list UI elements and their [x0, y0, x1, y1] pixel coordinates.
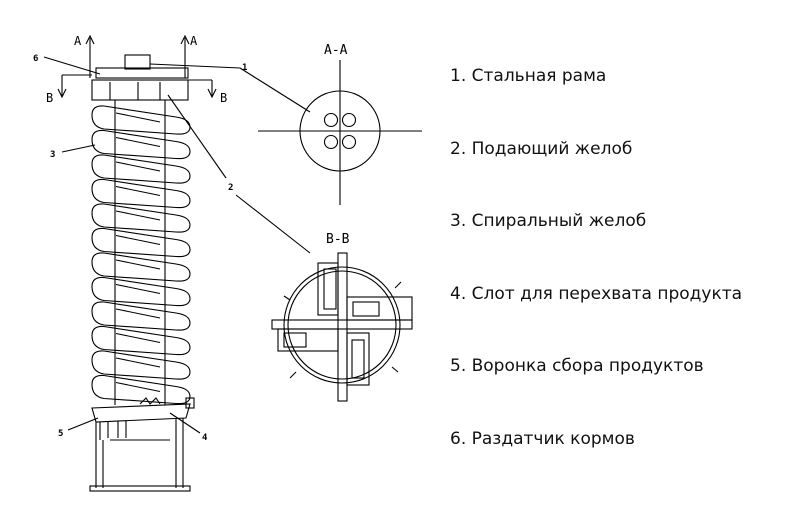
leader-2	[167, 94, 227, 179]
section-a-title: A-A	[324, 43, 348, 58]
section-a-label-right: A	[190, 34, 198, 48]
section-b-title: B-B	[326, 232, 350, 247]
section-b-ring	[283, 266, 401, 384]
section-a-view	[258, 60, 422, 205]
helix-inner-edge	[115, 234, 161, 246]
legend-item-collection-funnel: 5. Воронка сбора продуктов	[450, 356, 704, 376]
helix-turn	[91, 374, 191, 405]
section-a-ring	[299, 90, 381, 172]
helix-turn	[91, 203, 191, 233]
callout-6: 6	[33, 54, 38, 64]
callout-4: 4	[202, 433, 208, 443]
helix-inner-edge	[115, 357, 161, 368]
helix-turn	[91, 129, 191, 160]
section-b-label-left: B	[46, 91, 53, 105]
helix-inner-edge	[115, 161, 161, 172]
tray-bottom-right	[346, 332, 370, 386]
legend: 1. Стальная рама 2. Подающий желоб 3. Сп…	[450, 64, 742, 499]
callout-3: 3	[50, 150, 55, 160]
helix-turn	[91, 227, 191, 258]
helix-inner-edge	[115, 308, 161, 319]
section-b-view	[271, 252, 413, 402]
helix-turn	[91, 350, 191, 380]
leader-3	[61, 144, 96, 153]
helix-inner-edge	[115, 185, 161, 197]
callout-2: 2	[228, 183, 233, 193]
tray-right	[346, 296, 413, 321]
helix-turn	[91, 154, 191, 184]
helix-turn	[91, 325, 191, 356]
helix-turn	[91, 276, 191, 307]
leader-1	[149, 63, 241, 69]
helix-turn	[91, 105, 191, 135]
helix-inner-edge	[115, 283, 161, 295]
helix-inner-edge	[115, 210, 161, 221]
legend-item-intercept-slot: 4. Слот для перехвата продукта	[450, 283, 743, 304]
spiral-chute-drawing: A A B B 1 2 3 4 5 6 A-A B-B	[33, 34, 422, 492]
helix-turn	[91, 252, 191, 282]
tray-top-left	[317, 262, 339, 316]
section-a-label-left: A	[74, 34, 82, 48]
helix-turn	[91, 178, 191, 209]
feeder-box	[124, 54, 151, 70]
legend-item-steel-frame: 1. Стальная рама	[450, 66, 607, 86]
helix-inner-edge	[115, 381, 161, 393]
legend-item-feed-distributor: 6. Раздатчик кормов	[450, 428, 635, 449]
legend-item-spiral-chute: 3. Спиральный желоб	[450, 211, 647, 231]
tray-left	[277, 328, 339, 352]
spiral-chute	[91, 105, 191, 405]
helix-inner-edge	[115, 259, 161, 270]
helix-inner-edge	[115, 112, 161, 123]
callout-5: 5	[58, 429, 63, 439]
collection-funnel	[91, 403, 191, 423]
top-frame-block	[91, 79, 189, 101]
helix-turn	[91, 301, 191, 331]
leader-5	[67, 417, 99, 431]
leader-6	[43, 56, 101, 75]
helix-inner-edge	[115, 332, 161, 344]
stand-base	[89, 485, 191, 492]
helix-inner-edge	[115, 136, 161, 148]
legend-item-feed-chute: 2. Подающий желоб	[450, 138, 633, 159]
callout-1: 1	[242, 63, 247, 73]
leader-4	[169, 412, 201, 434]
section-b-label-right: B	[220, 91, 227, 105]
